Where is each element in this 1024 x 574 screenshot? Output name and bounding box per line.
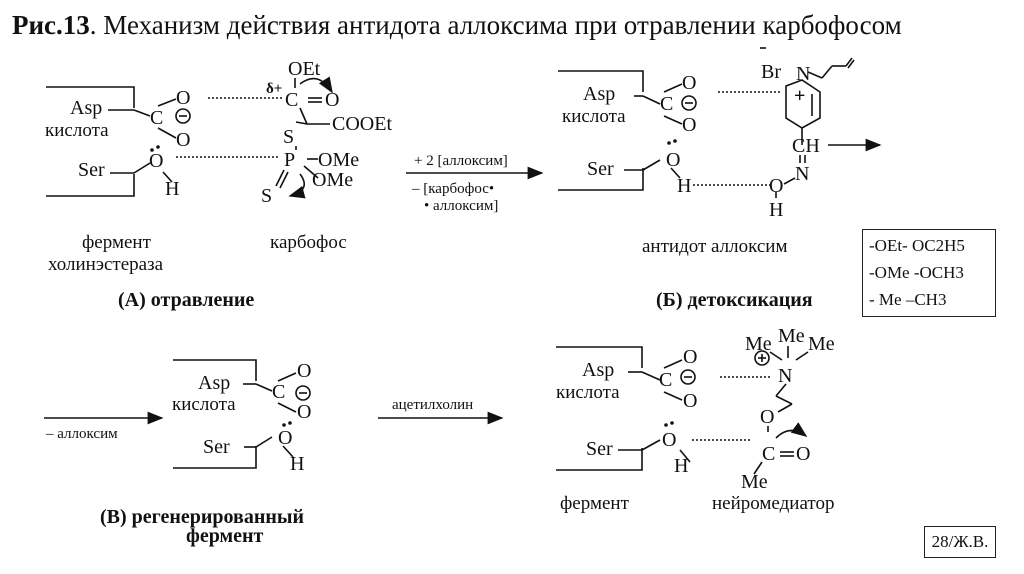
acid-label: кислота — [45, 120, 109, 141]
curved-arrow-icon — [299, 76, 333, 94]
oxygen-atom: O — [683, 390, 697, 412]
enzyme-label: фермент — [560, 493, 630, 514]
acid-label: кислота — [556, 382, 620, 403]
ch-group: CH — [792, 135, 820, 157]
carbonyl-oxygen: O — [796, 443, 810, 465]
panel-a-enzyme-frame — [46, 86, 177, 197]
figure-number: Рис.13 — [12, 10, 90, 40]
carbonyl-carbon: C — [762, 443, 775, 465]
antidote-label: антидот аллоксим — [642, 236, 788, 257]
pyridinium-nitrogen: N — [796, 63, 810, 85]
positive-charge-icon — [754, 350, 770, 366]
oxygen-atom: O — [297, 360, 311, 382]
asp-label: Asp — [198, 372, 230, 394]
legend-row: -OMe -OCH3 — [869, 263, 964, 282]
carbonyl-group: C — [285, 89, 298, 111]
legend-row: - Me –CH3 — [869, 290, 947, 309]
carbonyl-oxygen: O — [325, 89, 339, 111]
bromide-label: Br — [761, 61, 781, 83]
page-number: 28/Ж.В. — [924, 526, 996, 558]
oxygen-atom: O — [683, 346, 697, 368]
methyl-label: Me — [741, 471, 768, 493]
carboxyl-carbon: C — [150, 107, 163, 129]
enzyme-name-label: холинэстераза — [48, 254, 164, 275]
serine-hydrogen: H — [674, 455, 688, 477]
negative-charge-icon — [680, 369, 696, 385]
ser-label: Ser — [587, 158, 614, 180]
panel-c-enzyme-frame — [173, 359, 297, 469]
oxygen-atom: O — [682, 72, 696, 94]
pyridine-ring — [785, 79, 821, 129]
asp-label: Asp — [582, 359, 614, 381]
methyl-label: Me — [745, 333, 772, 355]
panel-c-caption: (В) регенерированный — [100, 506, 304, 528]
asp-label: Asp — [583, 83, 615, 105]
serine-hydrogen: H — [165, 178, 179, 200]
curved-arrow-icon — [288, 173, 306, 199]
arrow-below-label: – [карбофос• — [411, 181, 494, 197]
ser-label: Ser — [203, 436, 230, 458]
serine-hydrogen: H — [677, 175, 691, 197]
arrow-above-label: ацетилхолин — [392, 397, 473, 413]
acid-label: кислота — [562, 106, 626, 127]
serine-hydrogen: H — [290, 453, 304, 475]
delta-plus-label: δ+ — [266, 81, 282, 97]
negative-charge-icon — [295, 385, 311, 401]
panel-b-enzyme-frame — [558, 70, 683, 191]
legend-row: -OEt- OC2H5 — [869, 236, 965, 255]
methyl-label: Me — [808, 333, 835, 355]
neuromediator-label: нейромедиатор — [712, 493, 834, 514]
phosphorus-atom: P — [284, 149, 295, 171]
poison-label: карбофос — [270, 232, 347, 253]
ome-group: OMe — [312, 169, 353, 191]
thione-sulfur: S — [261, 185, 272, 207]
serine-oxygen: O — [149, 150, 163, 172]
negative-charge-icon — [681, 95, 697, 111]
lone-pair-dots — [150, 139, 677, 427]
panel-c-caption: фермент — [186, 525, 264, 547]
oxime-oxygen: O — [769, 175, 783, 197]
carboxyl-carbon: C — [659, 369, 672, 391]
methyl-label: Me — [778, 325, 805, 347]
ammonium-nitrogen: N — [778, 365, 792, 387]
serine-oxygen: O — [278, 427, 292, 449]
figure-caption: . Механизм действия антидота аллоксима п… — [89, 10, 902, 40]
arrow-below-label: • аллоксим] — [424, 198, 498, 214]
abbreviation-legend: -OEt- OC2H5 -OMe -OCH3 - Me –CH3 — [862, 229, 996, 317]
curved-arrow-icon — [775, 422, 808, 439]
slide-title: Рис.13. Механизм действия антидота аллок… — [12, 10, 902, 41]
oxygen-atom: O — [176, 129, 190, 151]
oet-group: OEt — [288, 58, 321, 80]
ester-oxygen: O — [760, 406, 774, 428]
panel-d-enzyme-frame — [556, 346, 691, 471]
panel-a-caption: (А) отравление — [118, 289, 254, 311]
asp-label: Asp — [70, 97, 102, 119]
serine-oxygen: O — [662, 429, 676, 451]
enzyme-label: фермент — [82, 232, 152, 253]
negative-charge-icon — [175, 108, 191, 124]
oxime-nitrogen: N — [795, 163, 809, 185]
oxygen-atom: O — [682, 114, 696, 136]
ser-label: Ser — [586, 438, 613, 460]
acid-label: кислота — [172, 394, 236, 415]
serine-oxygen: O — [666, 149, 680, 171]
arrow-above-label: + 2 [аллоксим] — [414, 153, 508, 169]
arrow-below-label: – аллоксим — [45, 426, 118, 442]
cooet-group: COOEt — [332, 113, 392, 135]
carboxyl-carbon: C — [272, 381, 285, 403]
oxime-hydrogen: H — [769, 199, 783, 221]
panel-b-caption: (Б) детоксикация — [656, 289, 813, 311]
positive-charge-label: + — [794, 85, 805, 107]
oxygen-atom: O — [176, 87, 190, 109]
ome-group: OMe — [318, 149, 359, 171]
oxygen-atom: O — [297, 401, 311, 423]
sulfur-atom: S — [283, 126, 294, 148]
ser-label: Ser — [78, 159, 105, 181]
carboxyl-carbon: C — [660, 93, 673, 115]
